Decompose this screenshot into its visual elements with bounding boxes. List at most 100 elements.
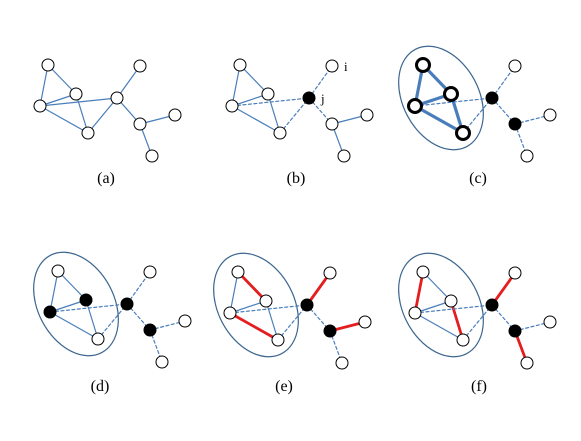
panel-e-node-8 [335,356,349,370]
panel-a-edge-3-4 [87,97,118,134]
panel-b-edge-4-5 [308,65,333,99]
panel-c-nodes [407,57,557,163]
panel-d-node-0 [51,264,65,278]
panel-a-node-7 [168,108,182,122]
panel-d-edges [33,251,186,363]
panel-c-node-7 [543,108,557,122]
panel-f-node-3 [456,333,470,347]
panel-a-node-5 [133,59,147,73]
panel-f-cluster-ellipse [398,252,484,358]
panel-b-edge-0-1 [239,64,269,95]
panel-e-edge-2-3 [228,311,280,342]
panel-a-caption: (a) [97,170,115,187]
panel-d-edge-3-4 [97,303,128,340]
panel-b-node-label-j: j [320,91,325,106]
panel-b-caption: (b) [287,170,306,187]
panel-d-node-6 [143,323,157,337]
panel-d-edge-2-4 [49,303,128,313]
panel-e-edge-4-5 [305,271,332,307]
panel-d-node-5 [143,265,157,279]
panel-d-node-7 [178,314,192,328]
panel-f-nodes [408,265,557,370]
panel-f-node-1 [444,294,458,308]
panel-f-node-5 [508,266,522,280]
panel-c-node-8 [520,149,534,163]
panel-e: (e) [213,252,372,395]
panel-d: (d) [33,251,192,395]
panel-c-edges [398,45,551,157]
panel-b-node-6 [325,117,339,131]
panel-f-edge-2-4 [414,304,493,314]
panel-e-edge-2-4 [229,304,308,314]
panel-d-edge-0-1 [57,270,87,301]
panel-a-node-8 [145,149,159,163]
panel-f-node-4 [485,298,499,312]
panel-a-node-3 [81,126,95,140]
panel-b-node-7 [360,108,374,122]
panel-e-node-0 [231,265,245,279]
panel-d-edge-1-3 [85,299,99,340]
panel-c-node-3 [455,125,471,141]
panel-d-edge-0-2 [49,270,59,313]
panel-e-node-2 [223,306,237,320]
panel-b-node-5 [325,59,339,73]
panel-c-node-6 [508,117,522,131]
panel-b-node-1 [261,87,275,101]
panel-f-edge-0-2 [413,270,425,315]
panel-a-edge-2-3 [39,105,89,134]
panel-c-node-1 [443,86,459,102]
panel-f-node-6 [508,324,522,338]
panel-a-node-0 [41,58,55,72]
panel-f-caption: (f) [471,378,487,395]
panel-e-edge-1-3 [265,300,279,341]
panel-e-node-7 [358,315,372,329]
panel-a-node-2 [33,99,47,113]
panel-c-node-2 [407,98,423,114]
panel-b-node-label-i: i [344,59,348,74]
panel-d-edge-4-5 [126,271,151,305]
panel-f-node-0 [416,265,430,279]
panel-f-edge-1-3 [449,299,465,342]
panel-b-node-0 [233,58,247,72]
panel-b-node-2 [225,99,239,113]
panel-a-node-6 [133,117,147,131]
panel-d-nodes [43,264,192,369]
panel-a-edge-2-4 [39,97,118,107]
panel-c-node-5 [508,59,522,73]
panel-f-edge-0-1 [422,271,452,302]
panel-e-caption: (e) [275,378,293,395]
panel-b-node-4 [302,91,316,105]
panel-d-node-8 [155,355,169,369]
panel-c: (c) [398,45,557,187]
panel-a-edges [39,64,176,157]
panel-a-nodes [33,58,182,163]
panel-f-edge-3-4 [462,304,493,341]
panel-d-cluster-ellipse [33,251,119,357]
panel-d-edge-2-3 [49,311,99,340]
panel-c-node-0 [415,57,431,73]
panel-a-node-1 [69,87,83,101]
panel-d-node-3 [91,332,105,346]
panel-b: i j (b) [225,58,374,187]
panel-c-edge-2-3 [413,104,465,135]
panel-f-edge-2-3 [414,312,464,341]
panel-c-edge-2-4 [414,97,493,107]
panel-f-node-2 [408,306,422,320]
panel-d-node-2 [43,305,57,319]
panel-e-node-4 [300,298,314,312]
panel-e-edge-3-4 [277,304,308,341]
panel-a-node-4 [110,91,124,105]
panel-e-nodes [223,265,372,370]
panel-a-edge-1-3 [75,93,89,134]
panel-e-node-5 [323,266,337,280]
panel-a-edge-0-2 [39,64,49,107]
panel-b-node-8 [337,149,351,163]
panel-a-edge-4-5 [116,65,141,99]
panel-c-node-4 [485,91,499,105]
panel-e-edge-0-2 [229,271,239,314]
panel-f: (f) [398,252,557,395]
panel-e-edges [213,252,367,364]
panel-f-node-8 [520,356,534,370]
